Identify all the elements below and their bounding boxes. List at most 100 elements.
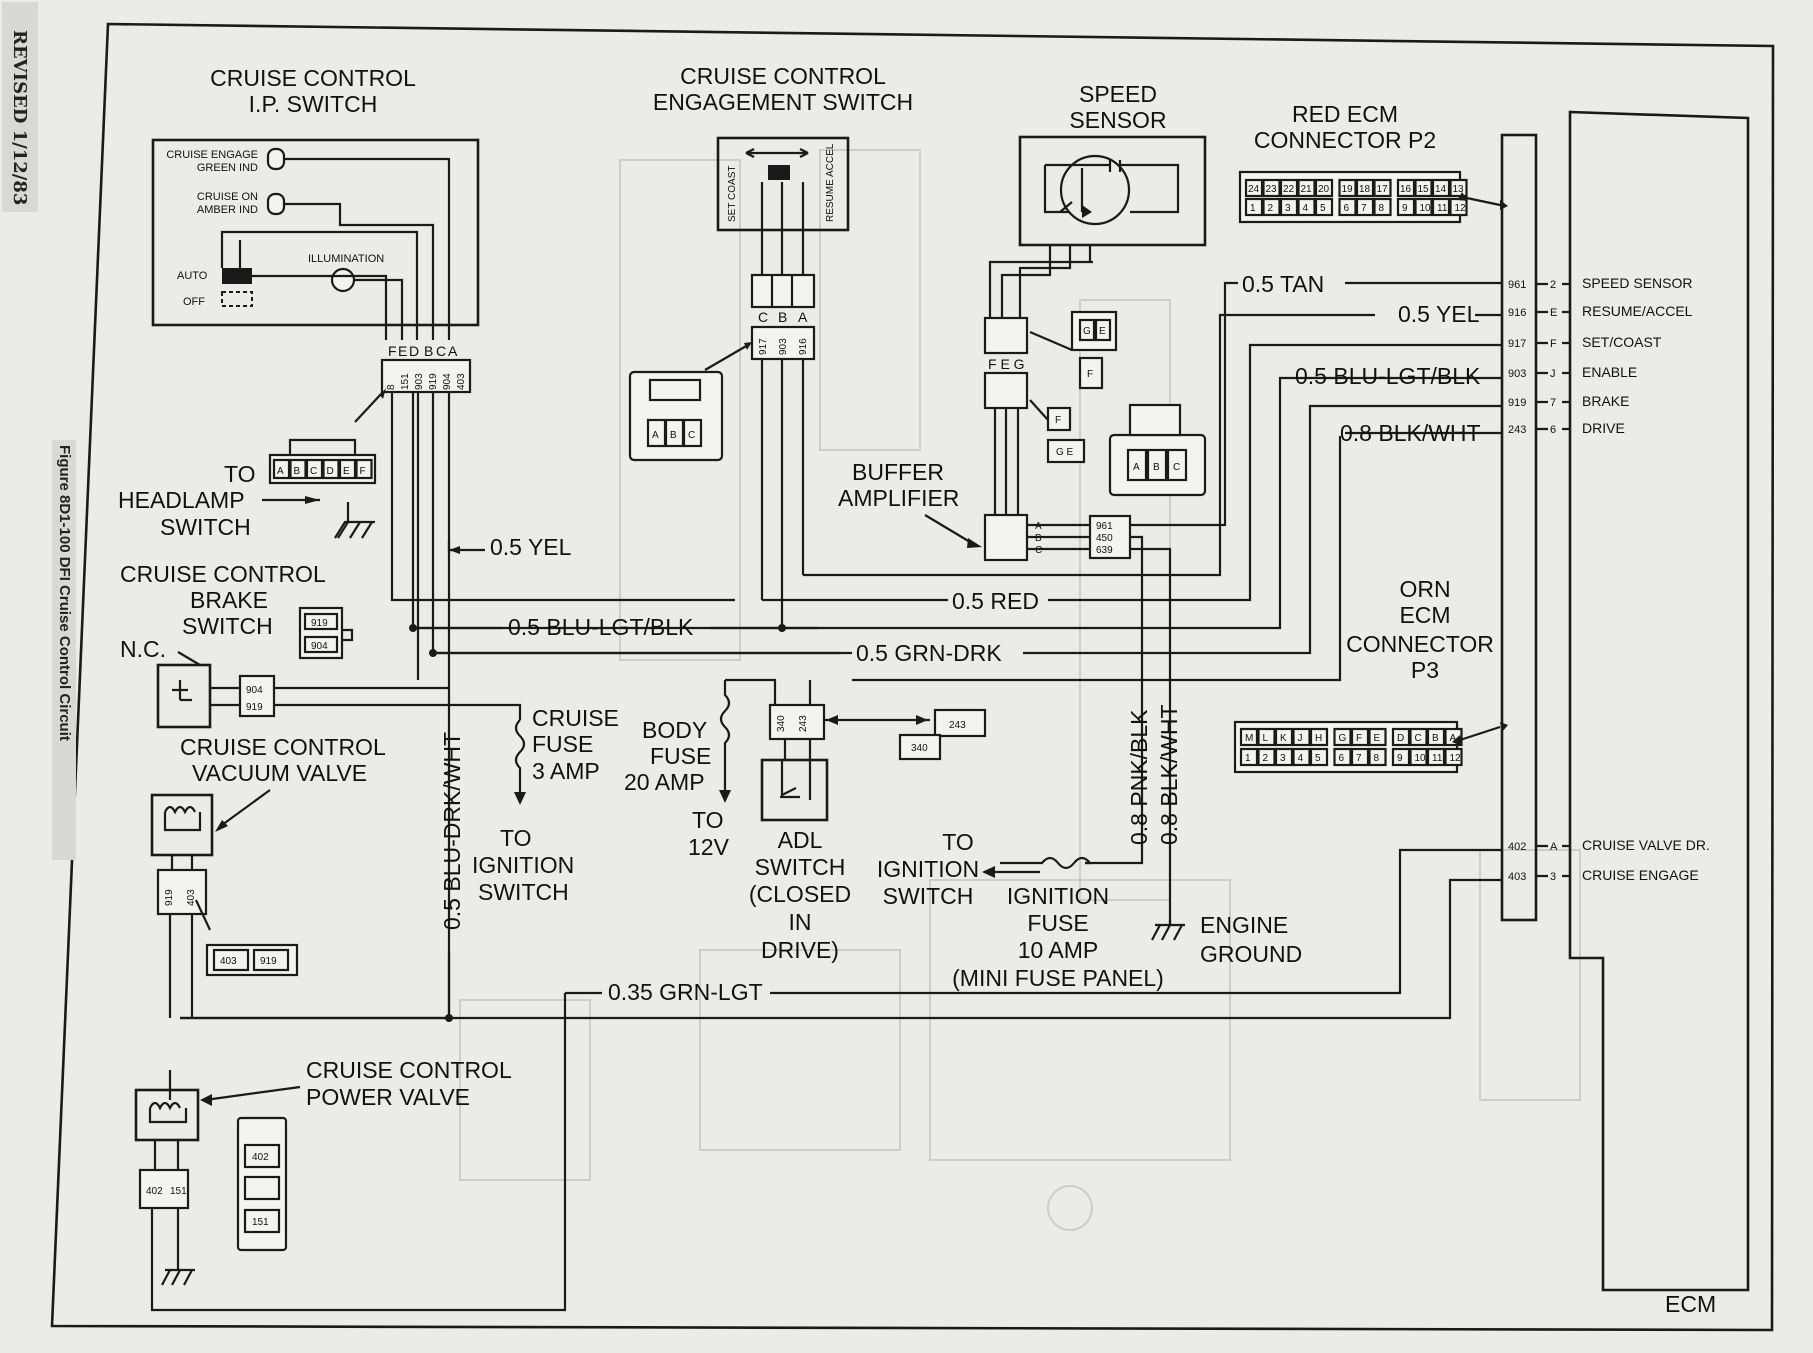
ecm-circuit-402: 402 <box>1508 841 1526 853</box>
red-ecm-title-2: CONNECTOR P2 <box>1254 127 1436 153</box>
orn-bottom-box-6 <box>1333 747 1352 767</box>
ip-pin-F: F <box>388 343 397 359</box>
red-ecm-bottom-9: 9 <box>1402 203 1408 214</box>
wire-label-grn-lgt: 0.35 GRN-LGT <box>608 979 763 1005</box>
power-plug-402: 402 <box>252 1152 269 1163</box>
orn-top-box-C <box>1409 727 1428 747</box>
orn-title-1: ORN <box>1399 576 1450 602</box>
to-ign-2b: IGNITION <box>877 856 979 882</box>
ip-illumination-label: ILLUMINATION <box>308 253 384 265</box>
buffer-pin-C: C <box>1035 545 1042 556</box>
to-12v-2: 12V <box>688 834 730 860</box>
adl-4: IN <box>789 909 812 935</box>
orn-top-D: D <box>1397 733 1404 744</box>
to-12v-1: TO <box>692 807 724 833</box>
red-ecm-top-23: 23 <box>1266 184 1278 195</box>
ip-pin-B: B <box>424 343 433 359</box>
ecm-function-1: SPEED SENSOR <box>1582 275 1692 291</box>
cruise-fuse: CRUISE FUSE 3 AMP TO IGNITION SWITCH <box>472 705 619 905</box>
ip-circuit-151: 151 <box>400 373 411 390</box>
body-fuse-1: BODY <box>642 717 707 743</box>
ip-pin-E: E <box>398 343 407 359</box>
ecm-function-3: SET/COAST <box>1582 334 1662 350</box>
illumination-bulb-icon <box>330 267 356 293</box>
sensor-plug-2-ge <box>1046 438 1086 464</box>
red-ecm-bottom-box-5 <box>1314 197 1334 217</box>
power-plug-151 <box>243 1208 281 1234</box>
red-ecm-top-box-23 <box>1262 178 1281 198</box>
adl-connector <box>768 703 826 741</box>
ip-auto-label: AUTO <box>177 270 208 282</box>
ip-switch-title-1: CRUISE CONTROL <box>210 65 416 91</box>
orn-bottom-box-10 <box>1409 747 1428 767</box>
speed-sensor: SPEED SENSOR <box>988 81 1207 318</box>
adl-plug-340 <box>898 733 942 761</box>
engine-ground-2: GROUND <box>1200 941 1302 967</box>
ecm-pin-2: 2 <box>1550 279 1556 291</box>
adl-3: (CLOSED <box>749 881 851 907</box>
orn-bottom-4: 4 <box>1298 753 1304 764</box>
engage-plug-pin-A: A <box>652 430 659 441</box>
ip-switch-title-2: I.P. SWITCH <box>249 91 378 117</box>
vacuum-circuit-919: 919 <box>164 889 175 906</box>
orn-bottom-12: 12 <box>1450 753 1462 764</box>
orn-bottom-box-12 <box>1444 747 1463 767</box>
buffer-title-1: BUFFER <box>852 459 944 485</box>
buffer-title-2: AMPLIFIER <box>838 485 959 511</box>
orn-bottom-1: 1 <box>1245 753 1251 764</box>
red-ecm-top-box-20 <box>1314 178 1334 198</box>
orn-top-C: C <box>1415 733 1422 744</box>
ip-off-label: OFF <box>183 296 205 308</box>
red-ecm-top-box-18 <box>1355 178 1375 198</box>
orn-top-L: L <box>1263 733 1269 744</box>
orn-top-box-H <box>1309 727 1329 747</box>
vacuum-connector <box>156 868 208 916</box>
orn-top-box-F <box>1350 727 1370 747</box>
red-ecm-bottom-12: 12 <box>1455 203 1467 214</box>
orn-bottom-box-2 <box>1257 747 1276 767</box>
red-ecm-bottom-box-2 <box>1262 197 1281 217</box>
sensor-plug-1-g <box>1078 318 1096 342</box>
red-ecm-bottom-box-7 <box>1355 197 1375 217</box>
orn-bottom-box-5 <box>1309 747 1329 767</box>
power-circuit-151: 151 <box>170 1186 187 1197</box>
vacuum-title-1: CRUISE CONTROL <box>180 734 386 760</box>
engage-pin-C: C <box>758 309 768 325</box>
headlamp-pin-box-B <box>289 458 307 480</box>
ip-switch: CRUISE CONTROL I.P. SWITCH CRUISE ENGAGE… <box>151 65 480 394</box>
adl-circuit-340: 340 <box>776 715 787 732</box>
red-ecm-bottom-11: 11 <box>1437 203 1448 214</box>
ecm-circuit-403: 403 <box>1508 871 1526 883</box>
green-indicator-icon <box>266 147 286 171</box>
headlamp-pin-box-D <box>322 458 340 480</box>
brake-plug-904-text: 904 <box>311 641 328 652</box>
wire-label-blk-wht-vert: 0.8 BLK/WHT <box>1156 704 1182 845</box>
ecm-function-5: BRAKE <box>1582 393 1629 409</box>
ecm-pin-F: F <box>1550 338 1557 350</box>
red-ecm-top-box-16 <box>1396 178 1416 198</box>
ecm-circuit-917: 917 <box>1508 338 1526 350</box>
orn-top-box-E <box>1368 727 1387 747</box>
ip-circuit-903: 903 <box>414 373 425 390</box>
orn-top-E: E <box>1374 733 1381 744</box>
red-ecm-bottom-box-4 <box>1297 197 1316 217</box>
buffer-circuit-450: 450 <box>1096 533 1113 544</box>
ip-on-1: CRUISE ON <box>197 191 258 203</box>
power-plug-mid <box>243 1175 281 1201</box>
red-ecm-top-22: 22 <box>1283 184 1295 195</box>
orn-top-A: A <box>1450 733 1457 744</box>
red-ecm-top-box-19 <box>1338 178 1357 198</box>
power-plug-402 <box>243 1143 281 1169</box>
orn-top-box-L <box>1257 727 1276 747</box>
sensor-plug-pin-A: A <box>1133 462 1140 473</box>
engage-circuit-903: 903 <box>778 338 789 355</box>
sensor-plug-pin-B: B <box>1153 462 1160 473</box>
red-ecm-top-19: 19 <box>1342 184 1354 195</box>
red-ecm-bottom-5: 5 <box>1320 203 1326 214</box>
to-headlamp-2: HEADLAMP <box>118 487 245 513</box>
sensor-plug-1-e <box>1094 318 1112 342</box>
headlamp-pin-box-A <box>272 458 291 480</box>
